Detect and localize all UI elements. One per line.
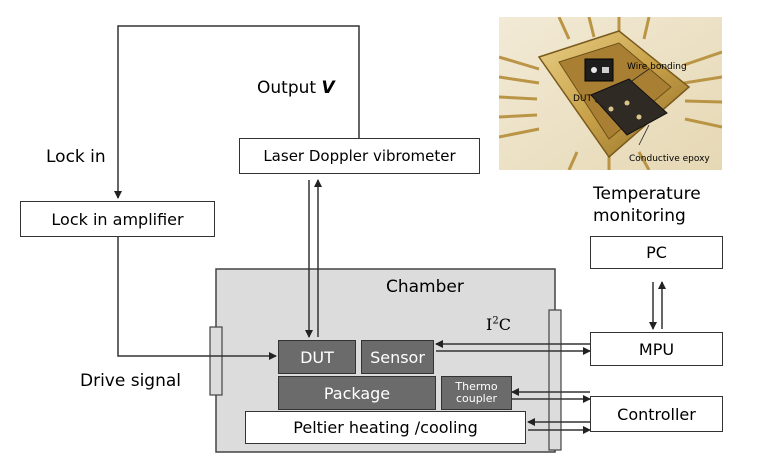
drive-signal-wire [117,236,277,360]
photo-dut-label: DUT [573,94,593,104]
output-variable: V [321,78,335,98]
controller-box: Controller [590,396,723,432]
i2c-label-i: I [486,315,493,334]
conductive-epoxy-label: Conductive epoxy [629,154,710,164]
output-loop-wire [114,25,360,199]
chip-photo-drawing [499,17,722,170]
thermocoupler-box: Thermo coupler [441,376,512,410]
left-window [209,326,223,396]
peltier-box: Peltier heating /cooling [245,411,526,444]
temperature-monitoring-label: Temperature monitoring [593,183,701,227]
i2c-label-sup: 2 [492,315,499,327]
sensor-box: Sensor [361,340,434,374]
mpu-box: MPU [590,332,723,366]
lock-in-amplifier-box: Lock in amplifier [20,201,215,237]
temperature-monitoring-line2: monitoring [593,206,686,226]
chamber-label: Chamber [386,277,464,297]
chip-photo: Wire bonding DUT Conductive epoxy [499,17,722,170]
output-label-text: Output [257,78,322,98]
laser-doppler-vibrometer-box: Laser Doppler vibrometer [239,138,480,174]
i2c-label-c: C [498,315,511,334]
right-window [548,309,562,451]
i2c-label: I2C [486,315,511,334]
wire-bonding-label: Wire bonding [627,62,687,72]
lock-in-label: Lock in [46,147,106,167]
drive-signal-label: Drive signal [80,371,182,391]
thermocoupler-line2: coupler [455,392,498,405]
dut-box: DUT [278,340,356,374]
temperature-monitoring-line1: Temperature [593,184,701,204]
thermocoupler-line1: Thermo [455,380,498,393]
output-label: Output V [257,78,335,98]
package-box: Package [278,376,436,410]
pc-box: PC [590,236,723,269]
